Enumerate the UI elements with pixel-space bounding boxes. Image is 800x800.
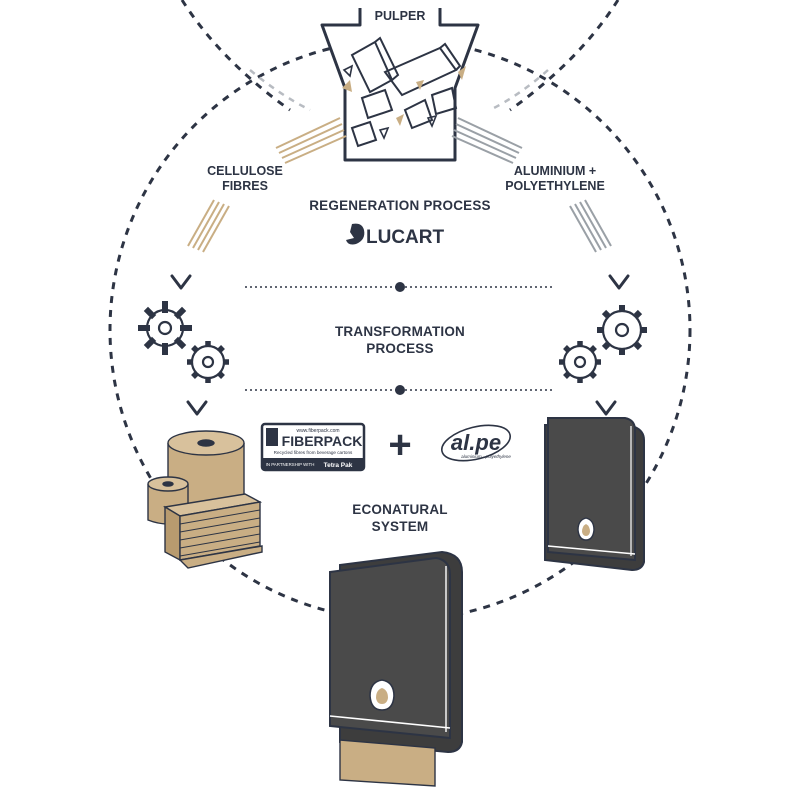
regeneration-label: REGENERATION PROCESS bbox=[309, 198, 491, 213]
chevron-down-icon bbox=[608, 274, 630, 290]
gear-icon bbox=[559, 341, 601, 383]
process-circle bbox=[108, 38, 692, 622]
grey-dashed-left bbox=[249, 69, 311, 112]
cellulose-label-1: CELLULOSE bbox=[207, 164, 283, 178]
separator-top-dot bbox=[395, 282, 405, 292]
alpe-tagline: aluminium · polyethylene bbox=[461, 454, 511, 459]
fiberpack-url: www.fiberpack.com bbox=[296, 428, 339, 434]
chevron-down-icon bbox=[595, 400, 617, 416]
econatural-label-2: SYSTEM bbox=[372, 519, 429, 534]
transformation-label-2: PROCESS bbox=[366, 341, 433, 356]
cellulose-label-2: FIBRES bbox=[222, 179, 268, 193]
aluminium-flow-lines bbox=[451, 117, 612, 253]
gear-icon bbox=[187, 341, 229, 383]
lucart-logo: LUCART bbox=[346, 223, 444, 248]
separator-bottom-dot bbox=[395, 385, 405, 395]
transformation-label-1: TRANSFORMATION bbox=[335, 324, 465, 339]
cellulose-flow-lines bbox=[187, 117, 347, 253]
fiberpack-logo: www.fiberpack.com FIBERPACK Recycled fib… bbox=[260, 422, 366, 472]
fiberpack-partner: IN PARTNERSHIP WITH bbox=[266, 462, 315, 467]
chevron-down-icon bbox=[170, 274, 192, 290]
econatural-label-1: ECONATURAL bbox=[352, 502, 448, 517]
chevron-down-icon bbox=[186, 400, 208, 416]
top-right-arc bbox=[509, 0, 620, 112]
top-left-arc bbox=[180, 0, 291, 112]
gear-icon bbox=[138, 301, 192, 355]
aluminium-label-2: POLYETHYLENE bbox=[505, 179, 605, 193]
plus-sign: + bbox=[388, 423, 411, 467]
fiberpack-tagline: Recycled fibres from beverage cartons bbox=[274, 450, 353, 455]
gear-icon bbox=[597, 305, 647, 355]
small-dispenser-icon bbox=[544, 417, 645, 572]
alpe-wordmark: al.pe bbox=[451, 430, 501, 455]
pulper-label: PULPER bbox=[375, 9, 426, 23]
tetrapak-wordmark: Tetra Pak bbox=[324, 462, 353, 469]
kraft-paper-products-icon bbox=[147, 430, 263, 569]
grey-dashed-right bbox=[489, 69, 549, 112]
alpe-logo: al.pe aluminium · polyethylene bbox=[441, 424, 511, 462]
aluminium-label-1: ALUMINIUM + bbox=[514, 164, 596, 178]
fiberpack-wordmark: FIBERPACK bbox=[282, 433, 363, 449]
large-dispenser-icon bbox=[329, 550, 463, 787]
pulper-vessel-icon bbox=[320, 8, 480, 162]
lucart-wordmark: LUCART bbox=[366, 227, 444, 248]
